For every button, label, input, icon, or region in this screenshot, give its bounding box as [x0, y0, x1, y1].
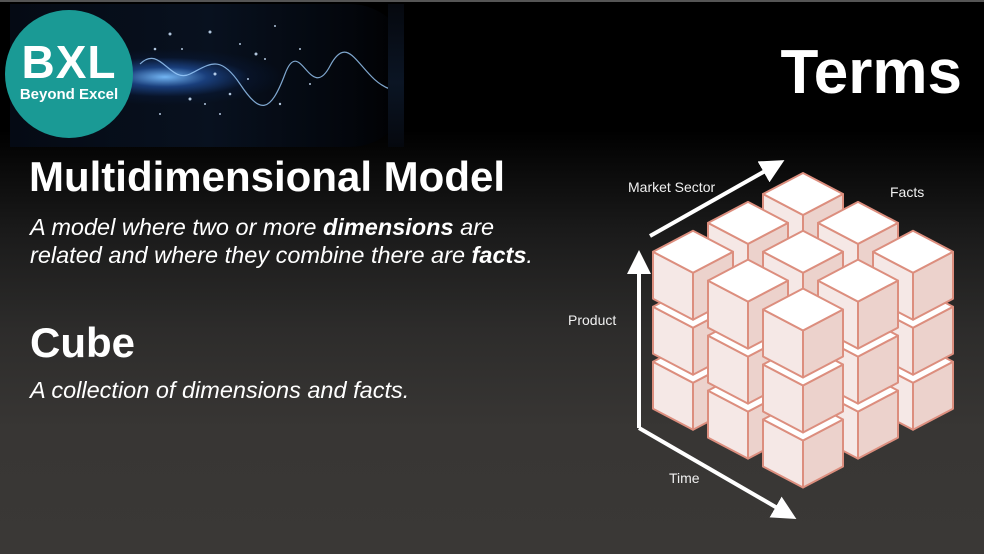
- term-definition-cube: A collection of dimensions and facts.: [30, 377, 410, 403]
- banner-edge-strip: [388, 4, 404, 147]
- definition-keyword-facts: facts: [471, 242, 527, 268]
- axis-label-market-sector: Market Sector: [628, 179, 716, 195]
- facts-label: Facts: [890, 184, 925, 200]
- term-heading-multidimensional-model: Multidimensional Model: [29, 153, 506, 200]
- time-arrow-icon: [637, 426, 797, 520]
- axis-label-product: Product: [568, 312, 617, 328]
- logo-text: BXL: [21, 36, 117, 88]
- light-streak-graphic: [139, 25, 391, 115]
- definition-text: related and where they combine there are: [30, 242, 472, 268]
- market-sector-arrow-icon: [649, 160, 785, 238]
- logo-subtext: Beyond Excel: [19, 86, 119, 103]
- axis-arrows: [627, 160, 797, 520]
- top-border-line: [0, 0, 984, 2]
- term-definition-multidimensional-model: A model where two or more dimensions are…: [30, 213, 533, 269]
- bxl-logo: BXL Beyond Excel: [5, 10, 133, 138]
- definition-text: A model where two or more: [30, 214, 323, 240]
- term-heading-cube: Cube: [30, 319, 135, 366]
- fact-cube: [762, 287, 844, 379]
- cube-grid: [652, 172, 954, 489]
- slide-title: Terms: [780, 38, 963, 107]
- definition-text: are: [453, 214, 495, 240]
- axis-label-time: Time: [669, 470, 700, 486]
- definition-text: .: [526, 242, 533, 268]
- definition-keyword-dimensions: dimensions: [323, 214, 454, 240]
